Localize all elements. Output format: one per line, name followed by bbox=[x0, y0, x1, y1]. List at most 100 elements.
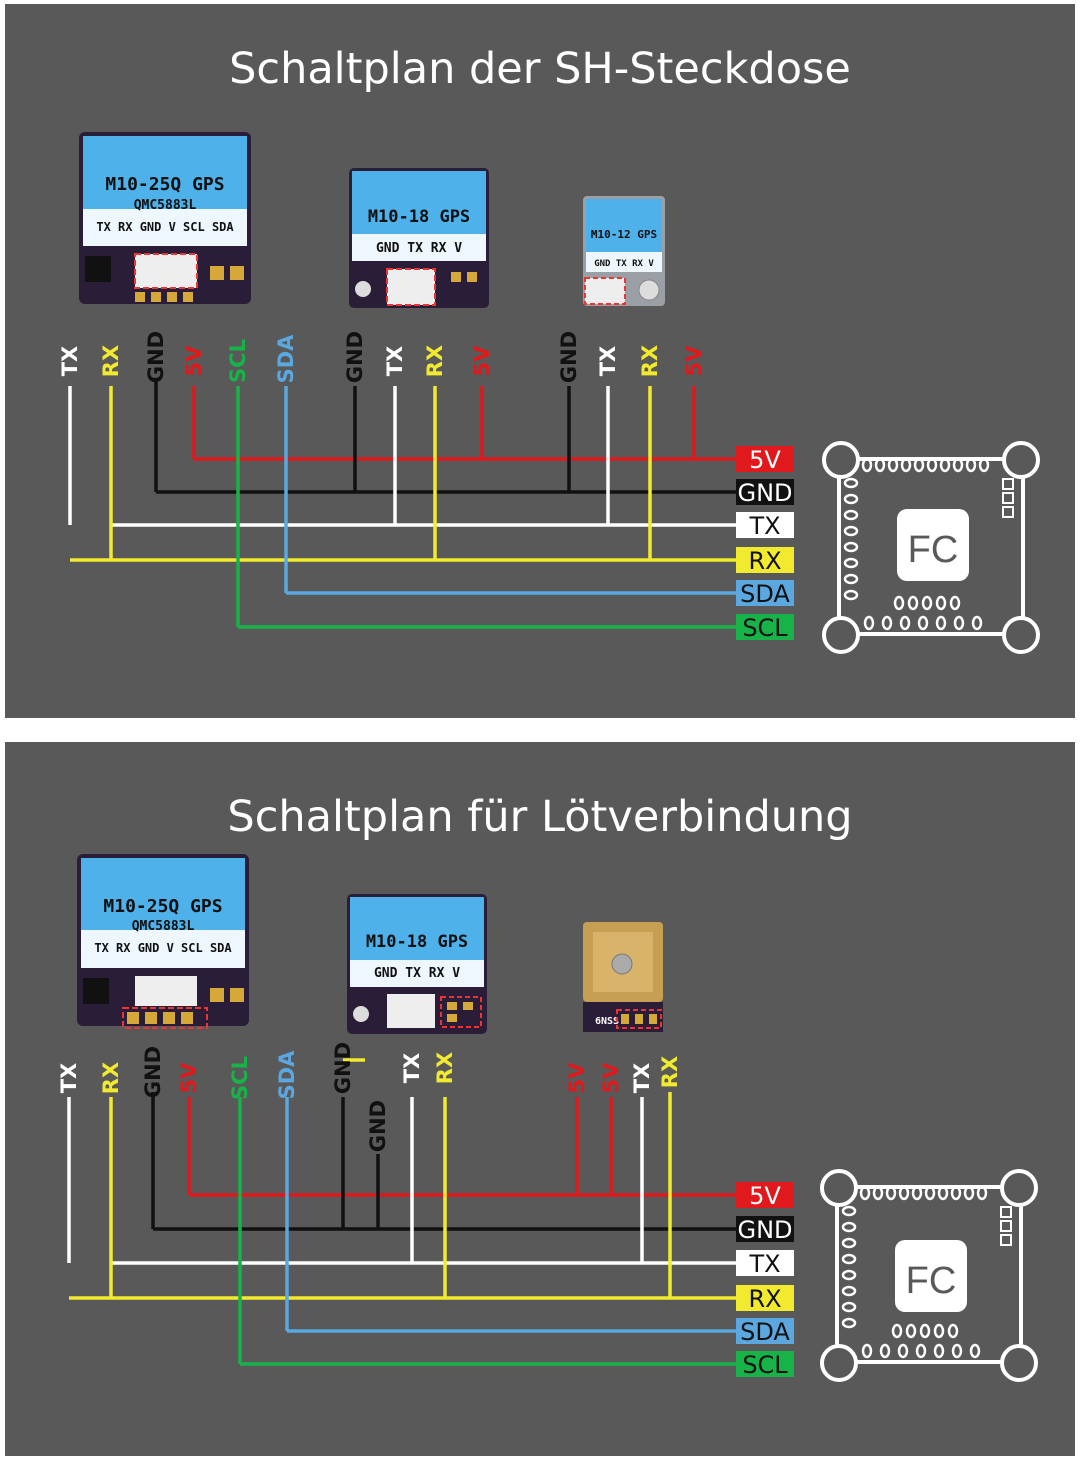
pin-label-gnd: GND bbox=[331, 1042, 355, 1094]
module-sub: QMC5883L bbox=[132, 919, 195, 934]
fc-pin-box-tx bbox=[736, 512, 794, 538]
pin-label-5v: 5V bbox=[682, 345, 706, 377]
fc-pad bbox=[950, 1185, 962, 1201]
module-name: M10-18 GPS bbox=[368, 207, 470, 227]
panel-solder: Schaltplan für Lötverbindung M10-25Q GPS… bbox=[5, 742, 1075, 1456]
fc-pad bbox=[911, 1185, 923, 1201]
fc-pin-box-rx bbox=[736, 1285, 794, 1311]
fc-pad bbox=[874, 457, 886, 473]
fc-pad bbox=[861, 457, 873, 473]
fc-pin-box-tx bbox=[736, 1250, 794, 1276]
fc-pad bbox=[919, 1323, 931, 1339]
fc-pad bbox=[951, 1343, 963, 1359]
fc-pad bbox=[843, 557, 859, 569]
fc-pad bbox=[843, 477, 859, 489]
pin-label-rx: RX bbox=[99, 1062, 123, 1094]
fc-pad bbox=[1002, 506, 1014, 518]
fc-pin-label-scl: SCL bbox=[742, 1351, 788, 1379]
fc-pad bbox=[963, 1185, 975, 1201]
flight-controller: FC bbox=[820, 1169, 1038, 1382]
fc-pin-box-rx bbox=[736, 547, 794, 573]
gps-module-m10-18: M10-18 GPS GND TX RX V bbox=[347, 894, 487, 1034]
panel-title: Schaltplan der SH-Steckdose bbox=[229, 44, 851, 94]
fc-pad bbox=[841, 1285, 857, 1297]
fc-pad bbox=[913, 457, 925, 473]
fc-pad bbox=[841, 1237, 857, 1249]
fc-pad bbox=[1000, 1234, 1012, 1246]
fc-pad bbox=[899, 615, 911, 631]
fc-pin-label-sda: SDA bbox=[740, 580, 790, 608]
fc-pad bbox=[843, 493, 859, 505]
gps-module-m10-18: M10-18 GPS GND TX RX V bbox=[349, 168, 489, 308]
fc-pad bbox=[949, 595, 961, 611]
gps-module-m10-25q: M10-25Q GPS QMC5883L TX RX GND V SCL SDA bbox=[79, 132, 251, 304]
fc-pad bbox=[897, 1343, 909, 1359]
fc-pad bbox=[1002, 478, 1014, 490]
module-name: M10-12 GPS bbox=[591, 228, 657, 241]
fc-pin-box-scl bbox=[736, 614, 794, 640]
fc-pin-label-tx: TX bbox=[748, 1250, 780, 1278]
pin-label-gnd: GND bbox=[343, 331, 367, 383]
fc-pad bbox=[843, 541, 859, 553]
fc-pin-box-sda bbox=[736, 1318, 794, 1344]
fc-pad bbox=[971, 615, 983, 631]
fc-pad bbox=[879, 1343, 891, 1359]
gps-module-m10-12: M10-12 GPS GND TX RX V bbox=[583, 196, 665, 306]
fc-pad bbox=[841, 1205, 857, 1217]
fc-pad bbox=[907, 595, 919, 611]
fc-pad bbox=[900, 457, 912, 473]
fc-pad bbox=[861, 1343, 873, 1359]
gps-module-m10-25q: M10-25Q GPS QMC5883L TX RX GND V SCL SDA bbox=[77, 854, 249, 1029]
wire-group bbox=[68, 382, 736, 629]
pin-label-5v: 5V bbox=[177, 1062, 201, 1094]
fc-pad bbox=[969, 1343, 981, 1359]
module-pins: TX RX GND V SCL SDA bbox=[96, 220, 234, 234]
panel-title: Schaltplan für Lötverbindung bbox=[227, 792, 853, 842]
pin-label-tx: TX bbox=[596, 346, 620, 377]
flight-controller: FC bbox=[822, 441, 1040, 654]
fc-pad bbox=[978, 457, 990, 473]
fc-pad bbox=[976, 1185, 988, 1201]
fc-pad bbox=[905, 1323, 917, 1339]
fc-pad bbox=[843, 509, 859, 521]
fc-pad bbox=[935, 615, 947, 631]
module-name: M10-25Q GPS bbox=[103, 896, 222, 917]
pin-label-tx: TX bbox=[57, 1063, 81, 1094]
fc-pad bbox=[1000, 1206, 1012, 1218]
fc-pin-box-scl bbox=[736, 1351, 794, 1377]
fc-pad bbox=[1000, 1220, 1012, 1232]
fc-pin-box-5v bbox=[736, 1182, 794, 1208]
fc-pad bbox=[881, 615, 893, 631]
pin-label-gnd: GND bbox=[366, 1100, 390, 1152]
pin-label-gnd: GND bbox=[557, 331, 581, 383]
fc-pin-label-gnd: GND bbox=[737, 1216, 792, 1244]
fc-pin-box-gnd bbox=[736, 1216, 794, 1242]
pin-label-5v: 5V bbox=[182, 345, 206, 377]
fc-pad bbox=[843, 573, 859, 585]
fc-pad bbox=[926, 457, 938, 473]
fc-pad bbox=[841, 1301, 857, 1313]
pin-label-sda: SDA bbox=[275, 1050, 299, 1100]
fc-pad bbox=[939, 457, 951, 473]
fc-pad bbox=[921, 595, 933, 611]
fc-pad bbox=[937, 1185, 949, 1201]
fc-pin-label-sda: SDA bbox=[740, 1318, 790, 1346]
pin-label-tx: TX bbox=[383, 346, 407, 377]
fc-pad bbox=[887, 457, 899, 473]
fc-pad bbox=[933, 1343, 945, 1359]
fc-pin-box-5v bbox=[736, 446, 794, 472]
fc-pin-label-gnd: GND bbox=[737, 479, 792, 507]
module-pins: GND TX RX V bbox=[594, 259, 654, 269]
fc-pad bbox=[924, 1185, 936, 1201]
pin-label-gnd: GND bbox=[144, 331, 168, 383]
fc-pad bbox=[965, 457, 977, 473]
pin-label-tx: TX bbox=[400, 1053, 424, 1084]
pin-label-rx: RX bbox=[638, 345, 662, 377]
fc-label: FC bbox=[908, 529, 959, 571]
fc-pad bbox=[841, 1317, 857, 1329]
fc-pad bbox=[841, 1253, 857, 1265]
